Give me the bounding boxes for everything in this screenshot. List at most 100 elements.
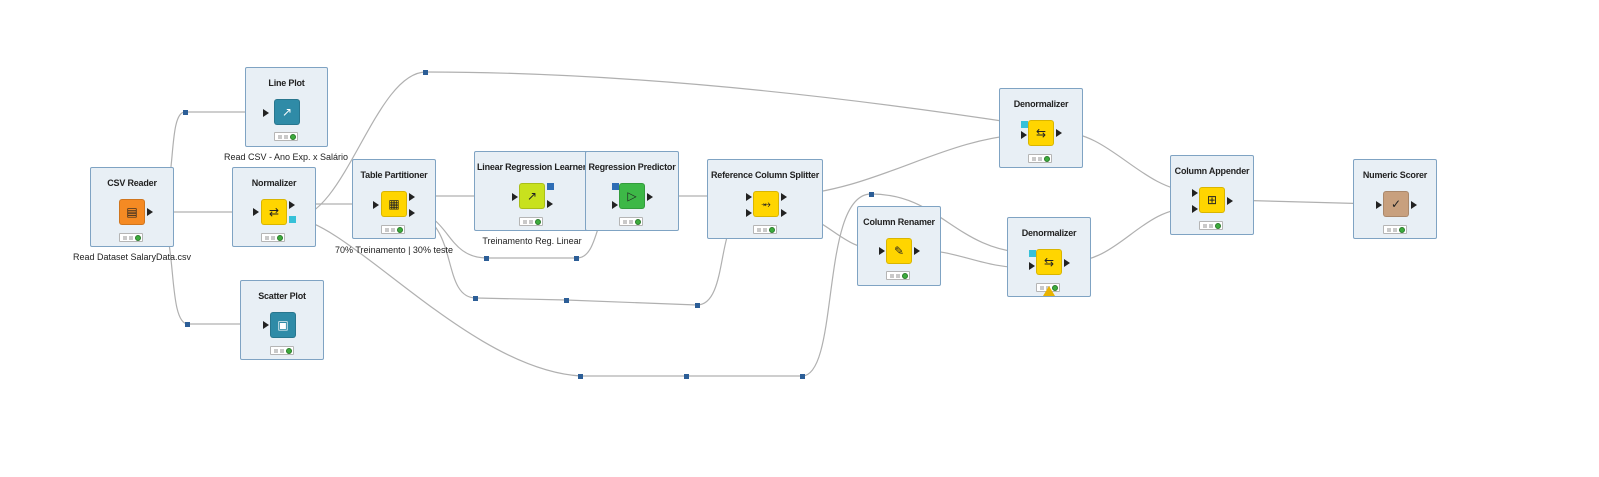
- scorer-icon: ✓: [1383, 191, 1409, 217]
- bendpoint[interactable]: [564, 298, 569, 303]
- input-port[interactable]: [373, 201, 379, 209]
- model-input-port[interactable]: [612, 183, 619, 190]
- node-reference-column-splitter[interactable]: Reference Column Splitter ⥇: [707, 159, 823, 239]
- node-title: Scatter Plot: [258, 291, 306, 301]
- node-title: Table Partitioner: [360, 170, 428, 180]
- node-title: Denormalizer: [1013, 99, 1069, 109]
- bendpoint[interactable]: [473, 296, 478, 301]
- predictor-play-icon: ▷: [619, 183, 645, 209]
- regression-learner-icon: ↗: [519, 183, 545, 209]
- model-output-port[interactable]: [289, 216, 296, 223]
- warning-icon[interactable]: [1043, 286, 1055, 296]
- node-status: [519, 217, 543, 226]
- node-status: [1383, 225, 1407, 234]
- node-title: Denormalizer: [1021, 228, 1077, 238]
- output-port[interactable]: [914, 247, 920, 255]
- node-status: [261, 233, 285, 242]
- input-port-top[interactable]: [746, 193, 752, 201]
- node-title: Linear Regression Learner: [476, 162, 587, 172]
- input-port-bottom[interactable]: [1192, 205, 1198, 213]
- bendpoint[interactable]: [869, 192, 874, 197]
- output-port[interactable]: [1227, 197, 1233, 205]
- input-port[interactable]: [1376, 201, 1382, 209]
- node-title: CSV Reader: [107, 178, 157, 188]
- input-port[interactable]: [512, 193, 518, 201]
- connection-normalizer-denorm-top: [293, 71, 1023, 219]
- rename-icon: ✎: [886, 238, 912, 264]
- node-status: [274, 132, 298, 141]
- bendpoint[interactable]: [574, 256, 579, 261]
- bendpoint[interactable]: [183, 110, 188, 115]
- output-port-top[interactable]: [781, 193, 787, 201]
- denormalize-icon: ⇆: [1036, 249, 1062, 275]
- denormalize-icon: ⇆: [1028, 120, 1054, 146]
- line-chart-icon: ↗: [274, 99, 300, 125]
- bendpoint[interactable]: [684, 374, 689, 379]
- node-title: Regression Predictor: [588, 162, 676, 172]
- output-port-bottom[interactable]: [409, 209, 415, 217]
- input-port[interactable]: [263, 109, 269, 117]
- input-port-bottom[interactable]: [746, 209, 752, 217]
- input-port-top[interactable]: [1192, 189, 1198, 197]
- output-port[interactable]: [1056, 129, 1062, 137]
- output-port-bottom[interactable]: [781, 209, 787, 217]
- node-annotation: Read Dataset SalaryData.csv: [72, 252, 192, 262]
- table-split-icon: ▦: [381, 191, 407, 217]
- column-split-icon: ⥇: [753, 191, 779, 217]
- node-status: [381, 225, 405, 234]
- input-port[interactable]: [1029, 262, 1035, 270]
- column-append-icon: ⊞: [1199, 187, 1225, 213]
- output-port[interactable]: [547, 200, 553, 208]
- model-input-port[interactable]: [1021, 121, 1028, 128]
- input-port[interactable]: [263, 321, 269, 329]
- bendpoint[interactable]: [800, 374, 805, 379]
- node-title: Column Appender: [1174, 166, 1250, 176]
- bendpoint[interactable]: [578, 374, 583, 379]
- node-denormalizer-bottom[interactable]: Denormalizer ⇆: [1007, 217, 1091, 297]
- bendpoint[interactable]: [185, 322, 190, 327]
- node-status: [753, 225, 777, 234]
- output-port[interactable]: [1064, 259, 1070, 267]
- bendpoint[interactable]: [484, 256, 489, 261]
- node-scatter-plot[interactable]: Scatter Plot ▣: [240, 280, 324, 360]
- input-port[interactable]: [612, 201, 618, 209]
- node-status: [119, 233, 143, 242]
- file-reader-icon: ▤: [119, 199, 145, 225]
- node-numeric-scorer[interactable]: Numeric Scorer ✓: [1353, 159, 1437, 239]
- output-port[interactable]: [289, 201, 295, 209]
- node-status: [1199, 221, 1223, 230]
- bendpoint[interactable]: [695, 303, 700, 308]
- input-port[interactable]: [1021, 131, 1027, 139]
- input-port[interactable]: [879, 247, 885, 255]
- output-port[interactable]: [647, 193, 653, 201]
- node-normalizer[interactable]: Normalizer ⇄: [232, 167, 316, 247]
- node-column-appender[interactable]: Column Appender ⊞: [1170, 155, 1254, 235]
- node-table-partitioner[interactable]: Table Partitioner ▦: [352, 159, 436, 239]
- node-title: Column Renamer: [863, 217, 935, 227]
- node-regression-predictor[interactable]: Regression Predictor ▷: [585, 151, 679, 231]
- node-column-renamer[interactable]: Column Renamer ✎: [857, 206, 941, 286]
- node-title: Numeric Scorer: [1362, 170, 1428, 180]
- node-status: [619, 217, 643, 226]
- normalize-icon: ⇄: [261, 199, 287, 225]
- node-csv-reader[interactable]: CSV Reader ▤: [90, 167, 174, 247]
- scatter-chart-icon: ▣: [270, 312, 296, 338]
- output-port[interactable]: [147, 208, 153, 216]
- node-linear-regression-learner[interactable]: Linear Regression Learner ↗: [474, 151, 589, 231]
- input-port[interactable]: [253, 208, 259, 216]
- node-annotation: 70% Treinamento | 30% teste: [335, 245, 453, 255]
- model-output-port[interactable]: [547, 183, 554, 190]
- node-line-plot[interactable]: Line Plot ↗: [245, 67, 328, 147]
- node-denormalizer-top[interactable]: Denormalizer ⇆: [999, 88, 1083, 168]
- bendpoint[interactable]: [423, 70, 428, 75]
- node-annotation: Read CSV - Ano Exp. x Salário: [223, 152, 349, 162]
- node-title: Line Plot: [268, 78, 305, 88]
- node-title: Normalizer: [251, 178, 297, 188]
- output-port[interactable]: [1411, 201, 1417, 209]
- output-port-top[interactable]: [409, 193, 415, 201]
- node-status: [1028, 154, 1052, 163]
- node-annotation: Treinamento Reg. Linear: [482, 236, 582, 246]
- model-input-port[interactable]: [1029, 250, 1036, 257]
- node-title: Reference Column Splitter: [710, 170, 820, 180]
